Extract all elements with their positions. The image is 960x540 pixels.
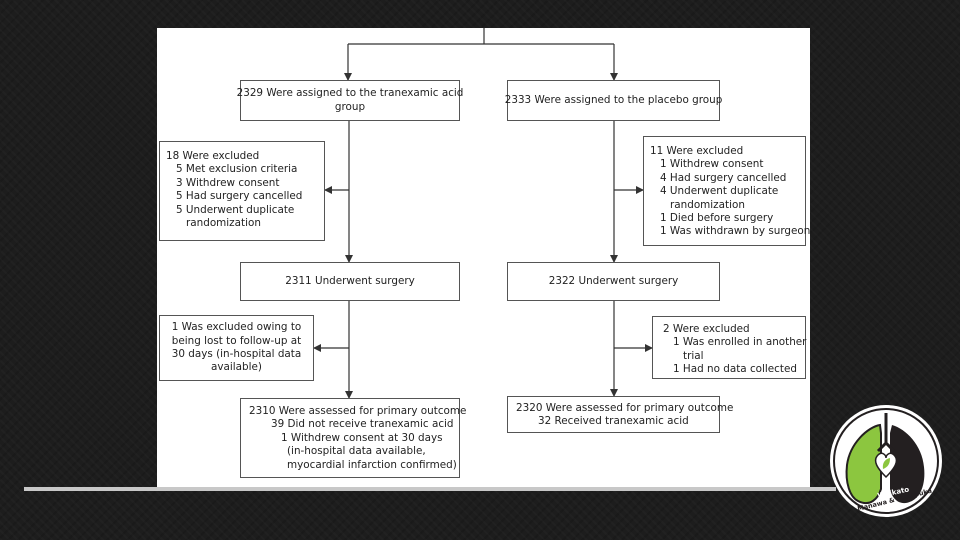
right-lung-icon — [890, 425, 925, 504]
left-lung-icon — [845, 423, 882, 505]
tx-assigned-line-2: group — [334, 100, 366, 113]
tx-lost-line: 1 Was excluded owing to — [171, 321, 302, 334]
placebo-excluded-title: 11 Were excluded — [650, 145, 744, 157]
tx-assessed-title: 2310 Were assessed for primary outcome — [249, 405, 467, 417]
placebo-assessed-box: 2320 Were assessed for primary outcome 3… — [507, 396, 734, 433]
placebo-excluded-box: 11 Were excluded 1 Withdrew consent 4 Ha… — [643, 136, 811, 246]
tx-excluded-reason-cont: randomization — [186, 217, 261, 230]
placebo-excluded-reason: 4 Had surgery cancelled — [660, 171, 787, 184]
tx-excluded-reason: 5 Had surgery cancelled — [176, 190, 303, 203]
waikato-lungs-logo: Waikato Manawa & Pukapuka — [830, 405, 942, 517]
trachea-icon — [876, 413, 896, 453]
tx-excluded-reason: 5 Met exclusion criteria — [176, 163, 298, 176]
placebo-excluded-reason: 1 Died before surgery — [660, 212, 774, 225]
tx-excluded-box: 18 Were excluded 5 Met exclusion criteri… — [159, 141, 325, 241]
tx-assessed-detail: 1 Withdrew consent at 30 days — [281, 431, 443, 444]
placebo-excluded-reason: 4 Underwent duplicate — [660, 185, 779, 198]
placebo-excluded-reason: 1 Withdrew consent — [660, 158, 764, 171]
slide-baseline-bar — [24, 487, 836, 491]
placebo-excluded2-box: 2 Were excluded 1 Was enrolled in anothe… — [652, 316, 806, 379]
tx-assigned-box: 2329 Were assigned to the tranexamic aci… — [237, 80, 463, 121]
placebo-surgery-text: 2322 Underwent surgery — [548, 274, 679, 287]
tx-lost-box: 1 Was excluded owing to being lost to fo… — [159, 315, 314, 381]
placebo-assigned-box: 2333 Were assigned to the placebo group — [504, 80, 723, 121]
tx-assessed-detail: 39 Did not receive tranexamic acid — [271, 418, 454, 431]
tx-lost-line: being lost to follow-up at — [171, 334, 302, 347]
placebo-assessed-title: 2320 Were assessed for primary outcome — [516, 402, 734, 414]
tx-lost-line: available) — [211, 361, 262, 374]
placebo-assessed-detail: 32 Received tranexamic acid — [538, 415, 689, 428]
leaf-icon — [882, 458, 890, 469]
placebo-surgery-box: 2322 Underwent surgery — [507, 262, 720, 301]
tx-assigned-line-1: 2329 Were assigned to the tranexamic aci… — [236, 87, 464, 100]
tx-excluded-reason: 5 Underwent duplicate — [176, 203, 295, 216]
tx-lost-line: 30 days (in-hospital data — [171, 348, 302, 360]
tx-surgery-box: 2311 Underwent surgery — [240, 262, 460, 301]
placebo-excluded2-title: 2 Were excluded — [663, 323, 750, 335]
tx-excluded-reason: 3 Withdrew consent — [176, 176, 280, 189]
tx-assessed-box: 2310 Were assessed for primary outcome 3… — [240, 398, 467, 478]
tx-excluded-title: 18 Were excluded — [166, 150, 260, 162]
tx-surgery-text: 2311 Underwent surgery — [285, 274, 415, 287]
placebo-assigned-text: 2333 Were assigned to the placebo group — [504, 93, 723, 106]
placebo-excluded-reason-cont: randomization — [670, 198, 745, 211]
placebo-excluded-reason: 1 Was withdrawn by surgeon — [660, 225, 811, 238]
placebo-excluded2-reason: 1 Had no data collected — [673, 363, 797, 376]
placebo-excluded2-reason: 1 Was enrolled in another — [673, 336, 807, 349]
tx-assessed-detail: myocardial infarction confirmed) — [287, 458, 457, 471]
placebo-excluded2-reason-cont: trial — [683, 349, 704, 362]
tx-assessed-detail: (in-hospital data available, — [287, 445, 426, 458]
